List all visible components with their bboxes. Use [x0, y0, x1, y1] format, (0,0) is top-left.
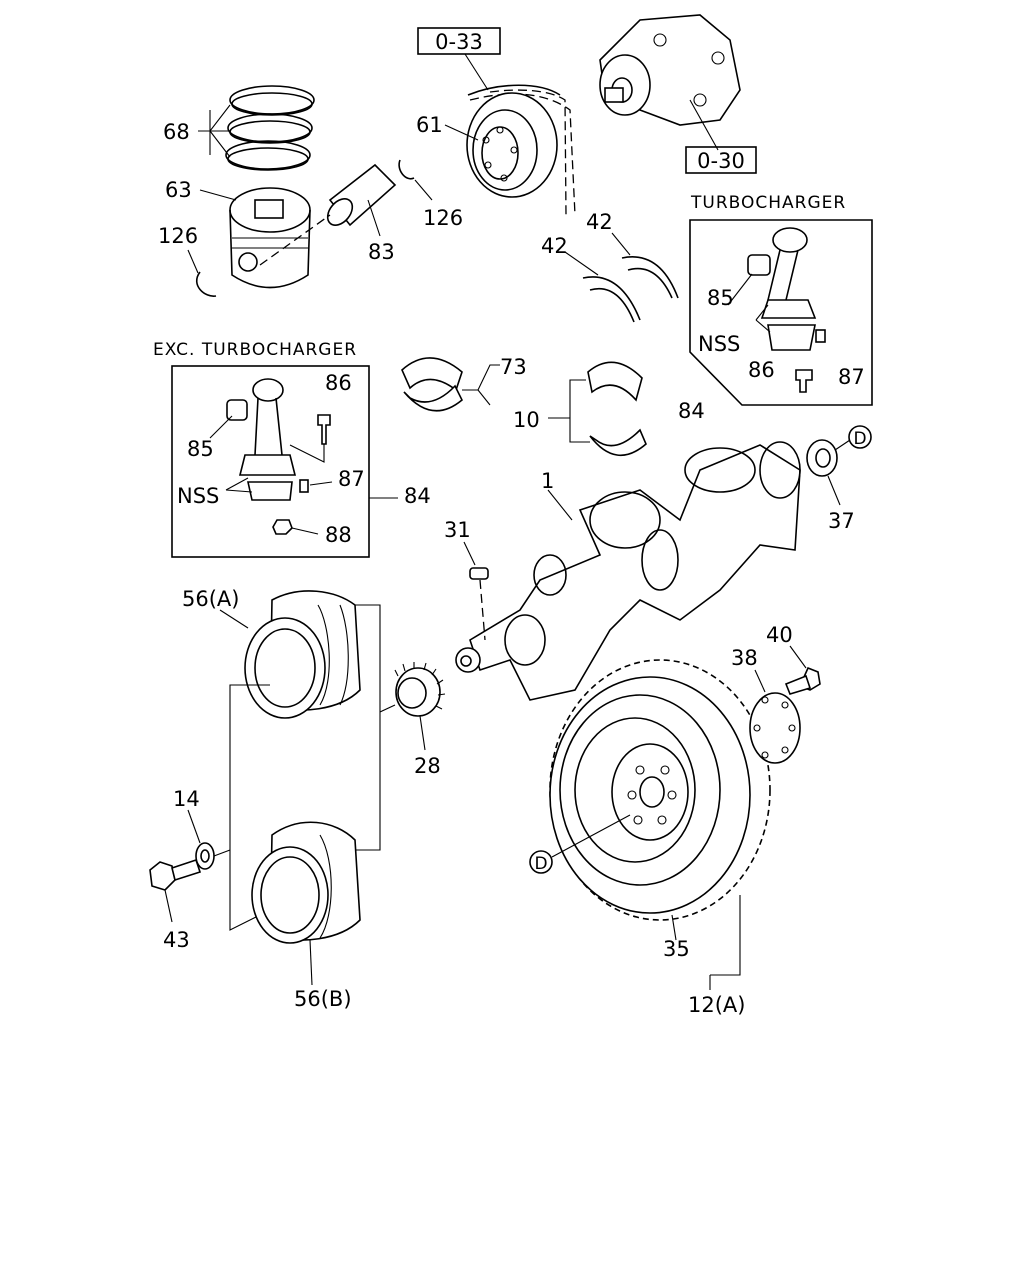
callout-126-left: 126	[158, 224, 198, 248]
callout-43: 43	[163, 928, 190, 952]
callout-126-right: 126	[423, 206, 463, 230]
callout-exc-86: 86	[325, 371, 352, 395]
snap-ring-126-right	[398, 159, 433, 201]
bolt-40	[784, 645, 821, 695]
gear-28	[394, 662, 446, 751]
d-marker-bottom: D	[529, 814, 631, 874]
ref-box-0-30[interactable]: 0-30	[685, 146, 757, 174]
callout-28: 28	[414, 754, 441, 778]
piston-rings-68	[198, 85, 315, 171]
oil-seal-56b	[251, 821, 361, 986]
crankshaft-1	[455, 441, 801, 701]
callout-exc-84: 84	[404, 484, 431, 508]
callout-exc-87: 87	[338, 467, 365, 491]
ref-box-0-33[interactable]: 0-33	[417, 27, 501, 91]
bearing-37	[806, 439, 851, 506]
pulley-61	[444, 84, 576, 216]
callout-38: 38	[731, 646, 758, 670]
ring-gear-35-leader	[671, 914, 677, 941]
thrust-washers-42	[564, 232, 679, 323]
exc-turbocharger-box	[171, 365, 370, 558]
callout-14: 14	[173, 787, 200, 811]
callout-exc-88: 88	[325, 523, 352, 547]
main-bearing-10	[548, 361, 647, 457]
flywheel-12a	[549, 659, 771, 990]
oil-seal-56a	[219, 590, 361, 719]
d-marker-top: D	[848, 425, 872, 449]
turbocharger-box	[689, 219, 873, 406]
callout-56b: 56(B)	[294, 987, 352, 1011]
callout-turbo-nss: NSS	[698, 332, 740, 356]
callout-exc-85: 85	[187, 437, 214, 461]
callout-63: 63	[165, 178, 192, 202]
bolt-43	[149, 858, 202, 923]
callout-turbo-84: 84	[678, 399, 705, 423]
callout-83: 83	[368, 240, 395, 264]
callout-turbo-85: 85	[707, 286, 734, 310]
washer-14	[187, 809, 231, 870]
water-pump	[599, 14, 741, 151]
snap-ring-126-left	[187, 249, 217, 297]
d-marker-bottom-text: D	[534, 854, 547, 874]
callout-1: 1	[541, 469, 554, 493]
d-marker-top-text: D	[853, 429, 866, 449]
callout-42-left: 42	[541, 234, 568, 258]
seal-bracket-left	[229, 684, 271, 931]
callout-turbo-86: 86	[748, 358, 775, 382]
callout-40: 40	[766, 623, 793, 647]
plate-38	[749, 669, 801, 764]
callout-turbo-87: 87	[838, 365, 865, 389]
callout-10: 10	[513, 408, 540, 432]
callout-exc-nss: NSS	[177, 484, 219, 508]
callout-73: 73	[500, 355, 527, 379]
turbo-conrod	[727, 227, 826, 393]
callout-37: 37	[828, 509, 855, 533]
callout-42-right: 42	[586, 210, 613, 234]
conrod-bearing-73	[401, 357, 500, 412]
callout-61: 61	[416, 113, 443, 137]
turbocharger-heading: TURBOCHARGER	[690, 193, 846, 213]
ref-0-33-text: 0-33	[435, 30, 483, 54]
callout-68: 68	[163, 120, 190, 144]
seal-bracket-right	[355, 604, 381, 851]
callout-31: 31	[444, 518, 471, 542]
ref-0-30-text: 0-30	[697, 149, 745, 173]
piston-63	[199, 187, 311, 289]
piston-pin-83	[259, 163, 397, 266]
exc-turbo-conrod	[209, 378, 333, 535]
callout-12a: 12(A)	[688, 993, 745, 1017]
exc-turbocharger-heading: EXC. TURBOCHARGER	[153, 340, 357, 360]
callout-35: 35	[663, 937, 690, 961]
key-31	[463, 541, 489, 641]
callout-56a: 56(A)	[182, 587, 239, 611]
